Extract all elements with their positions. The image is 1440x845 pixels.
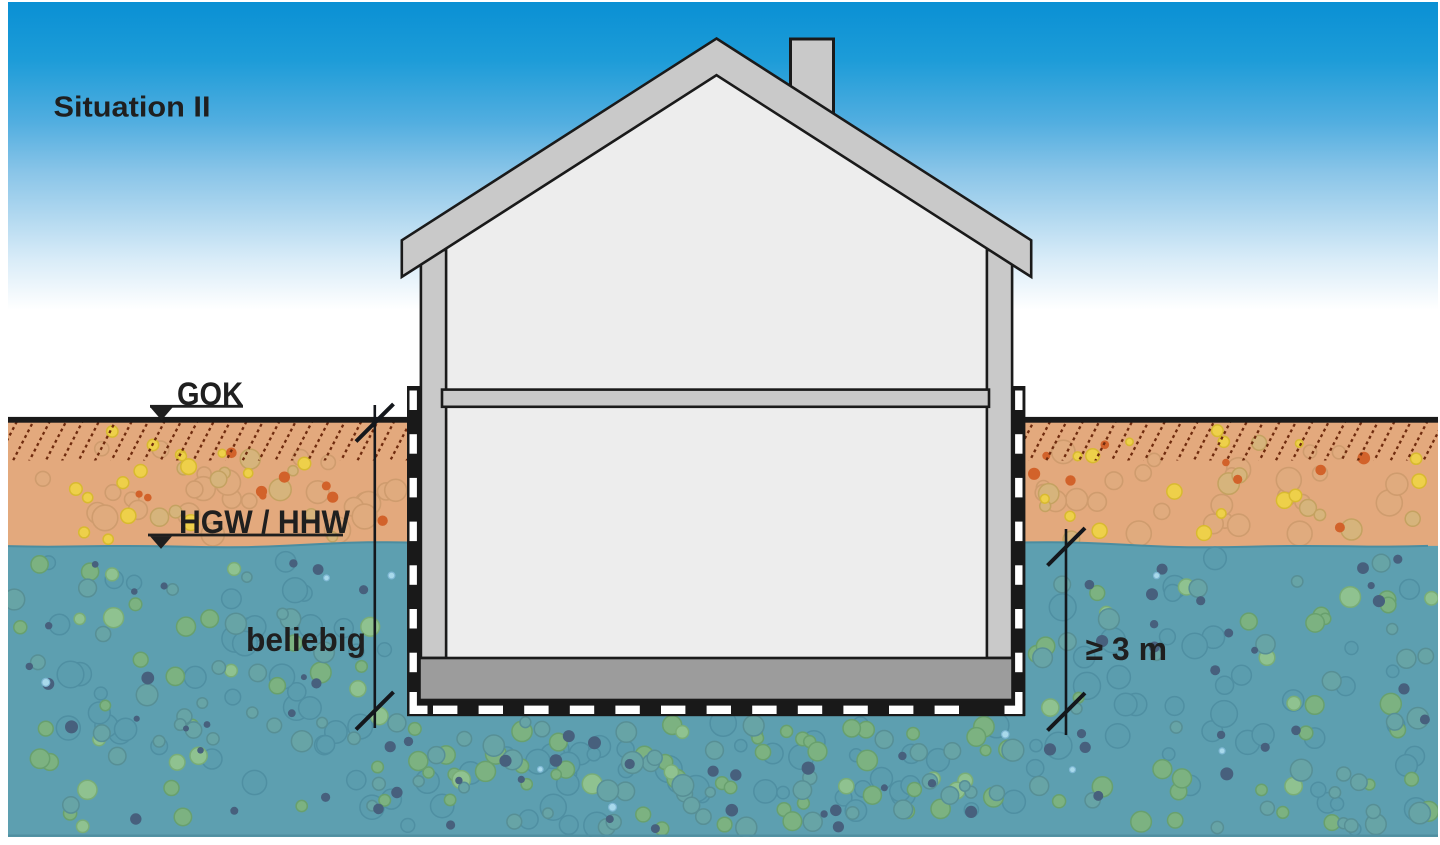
svg-text:Situation II: Situation II: [54, 92, 211, 124]
svg-text:beliebig: beliebig: [246, 621, 366, 658]
svg-text:≥ 3 m: ≥ 3 m: [1086, 631, 1168, 667]
